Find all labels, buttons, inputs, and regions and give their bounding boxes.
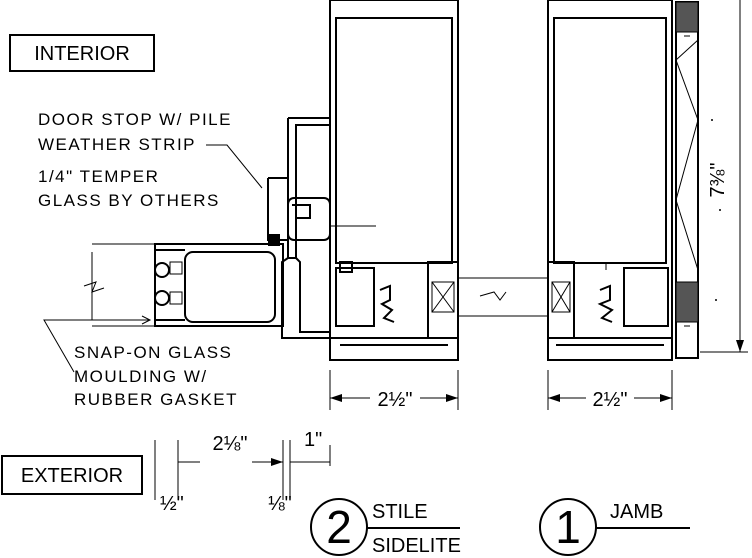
- svg-text:MOULDING W/: MOULDING W/: [74, 367, 208, 386]
- svg-text:WEATHER STRIP: WEATHER STRIP: [38, 135, 196, 154]
- svg-text:DOOR STOP W/ PILE: DOOR STOP W/ PILE: [38, 110, 232, 129]
- svg-text:EXTERIOR: EXTERIOR: [21, 465, 123, 487]
- interior-label: INTERIOR: [9, 34, 155, 72]
- svg-text:2½": 2½": [378, 389, 413, 411]
- stile-width-dimension: 2½": [329, 370, 459, 411]
- svg-text:1: 1: [555, 501, 581, 553]
- svg-text:SIDELITE: SIDELITE: [372, 535, 461, 557]
- snap-on-moulding-note: SNAP-ON GLASS MOULDING W/ RUBBER GASKET: [43, 315, 238, 409]
- sidelite-frame: [83, 243, 284, 327]
- svg-text:GLASS BY OTHERS: GLASS BY OTHERS: [38, 191, 220, 210]
- svg-text:1/4" TEMPER: 1/4" TEMPER: [38, 167, 159, 186]
- svg-text:STILE: STILE: [372, 501, 428, 523]
- svg-text:SNAP-ON GLASS: SNAP-ON GLASS: [74, 343, 232, 362]
- jamb-section: [500, 0, 673, 361]
- detail-tag-stile: 2 STILE SIDELITE: [310, 498, 461, 557]
- detail-tag-jamb: 1 JAMB: [539, 498, 690, 556]
- svg-text:⅛": ⅛": [268, 493, 292, 515]
- svg-text:7⅜": 7⅜": [707, 163, 729, 198]
- wall-depth-dimension: 7⅜": [700, 0, 748, 353]
- svg-text:2½": 2½": [593, 389, 628, 411]
- svg-text:1": 1": [304, 429, 322, 451]
- jamb-width-dimension: 2½": [547, 370, 673, 411]
- exterior-label: EXTERIOR: [1, 455, 143, 495]
- svg-text:½": ½": [160, 493, 184, 515]
- stile-section: [267, 0, 507, 361]
- svg-text:JAMB: JAMB: [610, 501, 663, 523]
- svg-text:RUBBER GASKET: RUBBER GASKET: [74, 390, 238, 409]
- glazing-depth-dimension: 2⅛" 1" ½" ⅛": [154, 429, 331, 515]
- svg-text:2⅛": 2⅛": [213, 433, 248, 455]
- glass-note: 1/4" TEMPER GLASS BY OTHERS: [38, 167, 220, 210]
- door-stop-note: DOOR STOP W/ PILE WEATHER STRIP: [38, 110, 263, 189]
- svg-text:2: 2: [326, 501, 352, 553]
- wall-section: [675, 1, 721, 359]
- svg-text:INTERIOR: INTERIOR: [34, 43, 130, 65]
